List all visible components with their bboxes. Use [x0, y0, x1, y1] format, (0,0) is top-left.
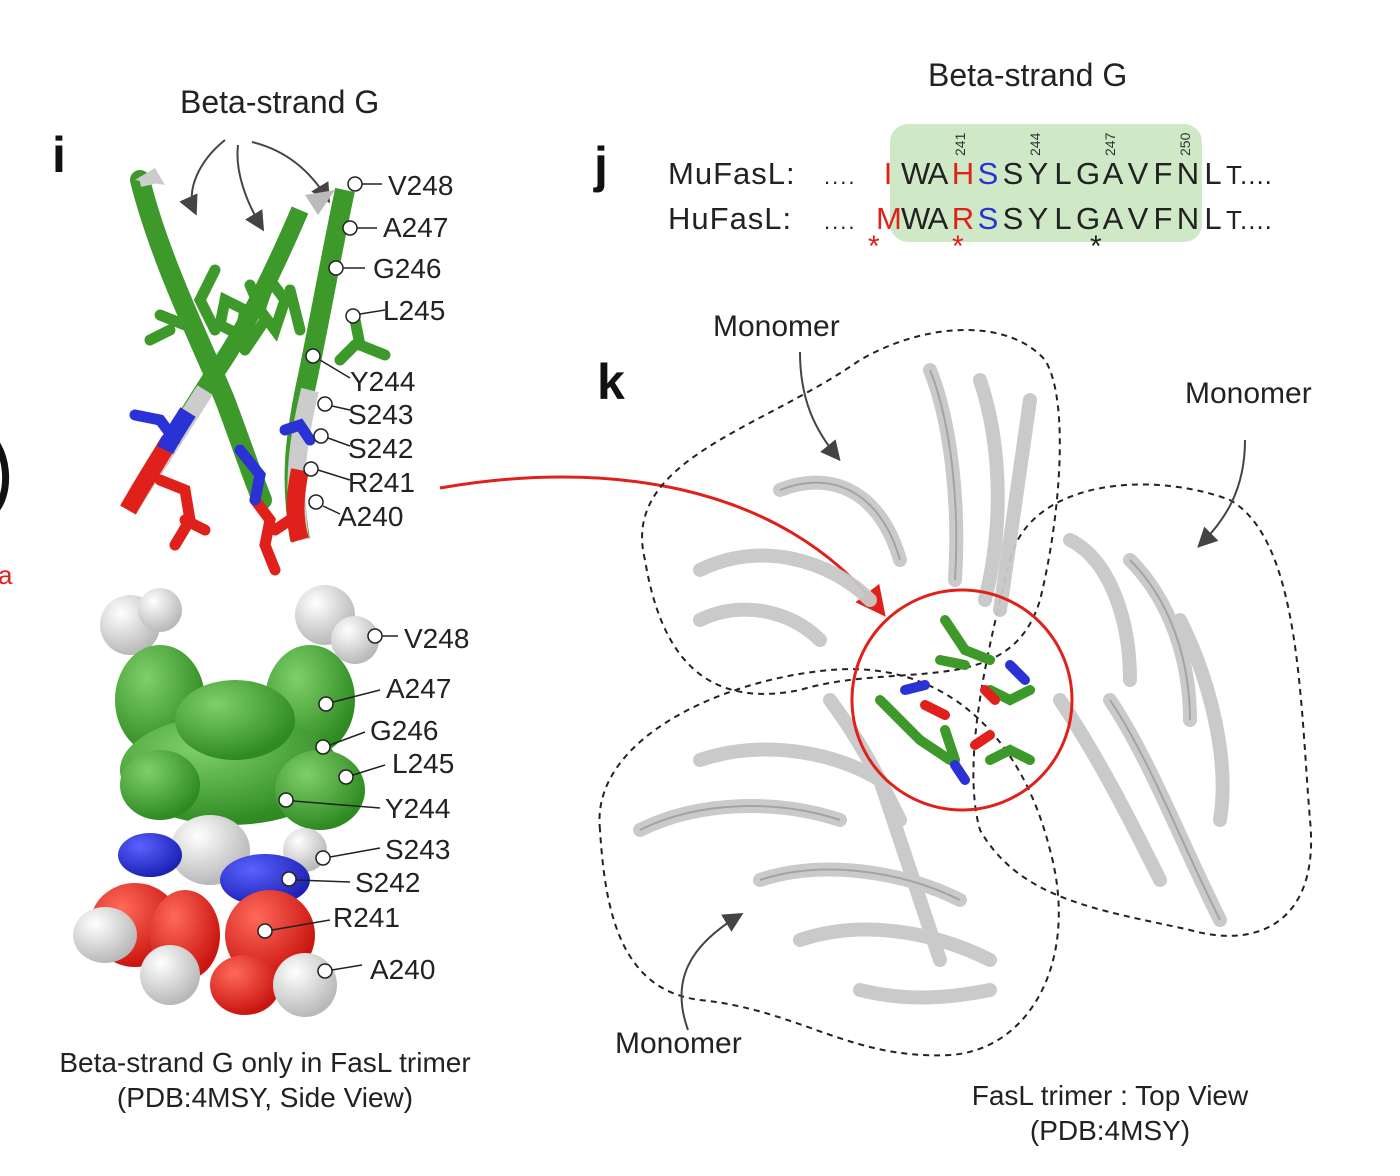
- ribbon-label-l245: L245: [383, 295, 446, 326]
- residue: N: [1176, 201, 1201, 236]
- residue: R: [951, 201, 976, 236]
- ribbon-label-s243: S243: [348, 399, 414, 430]
- ribbon-label-g246: G246: [373, 253, 442, 284]
- monomer-outline-top: [641, 329, 1061, 695]
- residue: L: [1204, 156, 1223, 191]
- surface-label-v248: V248: [404, 623, 470, 654]
- surface-label-r241: R241: [333, 902, 400, 933]
- surface-label-y244: Y244: [385, 793, 451, 824]
- monomer-label-top: Monomer: [713, 310, 840, 343]
- residue: S: [1002, 201, 1025, 236]
- residue: A: [927, 201, 950, 236]
- residue: F: [1153, 201, 1174, 236]
- panel-i-caption: Beta-strand G only in FasL trimer (PDB:4…: [0, 1045, 530, 1115]
- surface-label-l245: L245: [392, 748, 455, 779]
- panel-k-caption-line2: (PDB:4MSY): [1029, 1115, 1191, 1146]
- panel-letter-i: i: [52, 127, 66, 183]
- connector-arrow: [439, 475, 886, 617]
- panel-j-title: Beta-strand G: [928, 57, 1128, 93]
- panel-k-caption-line1: FasL trimer : Top View: [971, 1080, 1249, 1111]
- ribbon-label-a247: A247: [383, 212, 449, 243]
- ribbon-label-y244: Y244: [350, 366, 416, 397]
- panel-i-title: Beta-strand G: [180, 84, 380, 120]
- sequence-name: MuFasL:: [668, 156, 796, 191]
- monomer-outline-right: [972, 483, 1313, 937]
- sequence-leading-dots: ....: [824, 209, 857, 234]
- conservation-star-3: *: [1090, 230, 1102, 263]
- residue: S: [977, 201, 1000, 236]
- residue: Y: [1027, 156, 1050, 191]
- residue: S: [1002, 156, 1025, 191]
- title-pointer-arrows: [179, 139, 331, 232]
- conservation-star-2: *: [952, 230, 964, 263]
- panel-letter-k: k: [597, 354, 625, 410]
- residue: V: [1127, 201, 1150, 236]
- conservation-star-1: *: [868, 230, 880, 263]
- position-number-250: 250: [1177, 132, 1193, 156]
- ribbon-label-markers: [303, 176, 386, 515]
- residue: G: [1076, 156, 1102, 191]
- surface-label-markers: [257, 628, 398, 979]
- ribbon-label-r241: R241: [348, 467, 415, 498]
- residue: G: [1076, 201, 1102, 236]
- residue: I: [883, 156, 894, 191]
- residue: S: [977, 156, 1000, 191]
- residue: H: [951, 156, 976, 191]
- residue: A: [1102, 156, 1125, 191]
- highlight-circle: [850, 588, 1074, 812]
- residue: F: [1153, 156, 1174, 191]
- sequence-leading-dots: ....: [824, 164, 857, 189]
- ribbon-label-a240: A240: [338, 501, 404, 532]
- trimer-structure: [598, 329, 1313, 1057]
- surface-label-s243: S243: [385, 834, 451, 865]
- residue: N: [1176, 156, 1201, 191]
- residue: W: [901, 156, 932, 191]
- beta-strand-g-highlight-box: [890, 124, 1202, 242]
- residue: L: [1204, 201, 1223, 236]
- panel-i-caption-line2: (PDB:4MSY, Side View): [116, 1082, 414, 1113]
- surface-label-s242: S242: [355, 867, 421, 898]
- monomer-label-right: Monomer: [1185, 377, 1312, 410]
- residue: A: [927, 156, 950, 191]
- residue: Y: [1027, 201, 1050, 236]
- monomer-label-bottom: Monomer: [615, 1027, 742, 1060]
- sequence-tail: T....: [1226, 205, 1273, 235]
- panel-letter-j: j: [594, 137, 608, 193]
- residue: V: [1127, 156, 1150, 191]
- ribbon-label-s242: S242: [348, 433, 414, 464]
- position-number-241: 241: [952, 132, 968, 156]
- residue: M: [876, 201, 903, 236]
- residue: L: [1054, 156, 1073, 191]
- neighbour-panel-fragment: [0, 442, 10, 510]
- panel-k-caption: FasL trimer : Top View (PDB:4MSY): [880, 1078, 1340, 1148]
- surface-label-a247: A247: [386, 673, 452, 704]
- surface-label-g246: G246: [370, 715, 439, 746]
- monomer-outline-bottom: [598, 668, 1060, 1057]
- residue: A: [1102, 201, 1125, 236]
- position-number-244: 244: [1027, 132, 1043, 156]
- residue: W: [901, 201, 932, 236]
- panel-i-caption-line1: Beta-strand G only in FasL trimer: [59, 1047, 471, 1078]
- neighbour-panel-text: a: [0, 560, 13, 590]
- surface-label-a240: A240: [370, 954, 436, 985]
- ribbon-structure: [120, 168, 391, 576]
- residue: L: [1054, 201, 1073, 236]
- sequence-tail: T....: [1226, 160, 1273, 190]
- position-number-247: 247: [1102, 132, 1118, 156]
- surface-structure: [73, 585, 379, 1017]
- sequence-name: HuFasL:: [668, 201, 793, 236]
- ribbon-label-v248: V248: [388, 170, 454, 201]
